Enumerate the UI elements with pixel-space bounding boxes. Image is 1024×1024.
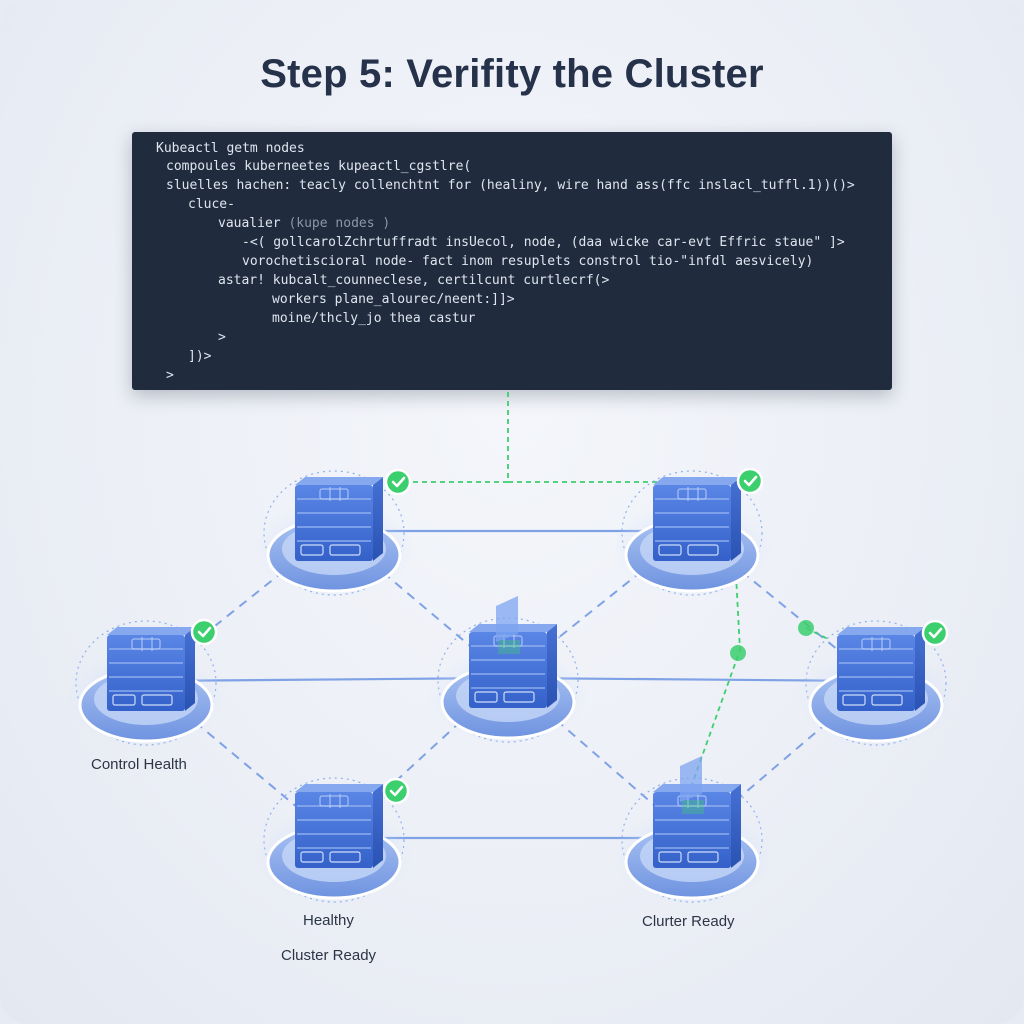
terminal-line: compoules kuberneetes kupeactl_cgstlre( [166,158,471,176]
cluster-node-center [428,596,588,744]
terminal-line-text: cluce- [188,197,235,212]
health-check-link [689,574,741,791]
page-title: Step 5: Verifity the Cluster [260,52,764,96]
terminal-line: -<( gollcarolZchrtuffradt insUecol, node… [242,234,845,252]
terminal-line-text: > [166,368,174,383]
cluster-node-bottom-right [612,756,772,904]
label-cluster-ready-right: Clurter Ready [642,913,735,930]
terminal-line: astar! kubcalt_counneclese, certilcunt c… [218,272,609,290]
check-icon [736,467,764,495]
cluster-node-bottom-left [254,777,414,904]
terminal-line-text: ])> [188,349,212,364]
terminal-line: sluelles hachen: teacly collenchtnt for … [166,177,855,195]
terminal-line: vorochetiscioral node- fact inom resuple… [242,253,813,271]
terminal-line-text: vaualier [218,216,289,231]
terminal-line-comment: (kupe nodes ) [288,216,391,231]
health-check-link [398,392,509,483]
terminal-line: Kubeactl getm nodes [156,140,305,158]
terminal-line-text: Kubeactl getm nodes [156,141,305,156]
check-icon [382,777,410,805]
terminal-line-text: -<( gollcarolZchrtuffradt insUecol, node… [242,235,845,250]
terminal-line-text: moine/thcly_jo thea castur [272,311,476,326]
health-probe-dot [798,620,814,636]
cluster-node-top-left [254,470,414,597]
cluster-node-top-right [612,470,772,597]
server-icon [295,784,383,868]
terminal-line-text: sluelles hachen: teacly collenchtnt for … [166,178,855,193]
terminal-line: > [166,367,174,385]
cluster-nodes [66,467,956,904]
terminal-line: ])> [188,348,211,366]
terminal-line: vaualier (kupe nodes ) [218,215,390,233]
check-icon [921,619,949,647]
health-probe-dot [730,645,746,661]
terminal-line: > [218,329,226,347]
server-icon [469,624,557,708]
terminal-line-text: compoules kuberneetes kupeactl_cgstlre( [166,159,472,174]
server-icon [653,477,741,561]
terminal-window: Kubeactl getm nodes compoules kuberneetes… [132,132,892,390]
terminal-line-text: astar! kubcalt_counneclese, certilcunt c… [218,273,610,288]
check-icon [384,468,412,496]
server-icon [107,627,195,711]
cluster-node-mid-right [796,620,956,747]
terminal-line: moine/thcly_jo thea castur [272,310,476,328]
monitor-panel [680,756,702,802]
label-cluster-ready-left: Cluster Ready [281,947,377,964]
server-icon [295,477,383,561]
server-icon [653,784,741,868]
cluster-node-mid-left [66,620,226,747]
monitor-panel [496,596,518,642]
server-icon [837,627,925,711]
label-healthy: Healthy [303,912,354,929]
terminal-line: cluce- [188,196,235,214]
check-icon [190,618,218,646]
terminal-line-text: > [218,330,226,345]
monitor-glow [498,640,520,654]
terminal-line: workers plane_alourec/neent:]]> [272,291,515,309]
health-check-links [302,392,904,820]
label-control-health: Control Health [91,756,187,773]
terminal-line-text: vorochetiscioral node- fact inom resuple… [242,254,814,269]
terminal-line-text: workers plane_alourec/neent:]]> [272,292,515,307]
monitor-glow [682,800,704,814]
